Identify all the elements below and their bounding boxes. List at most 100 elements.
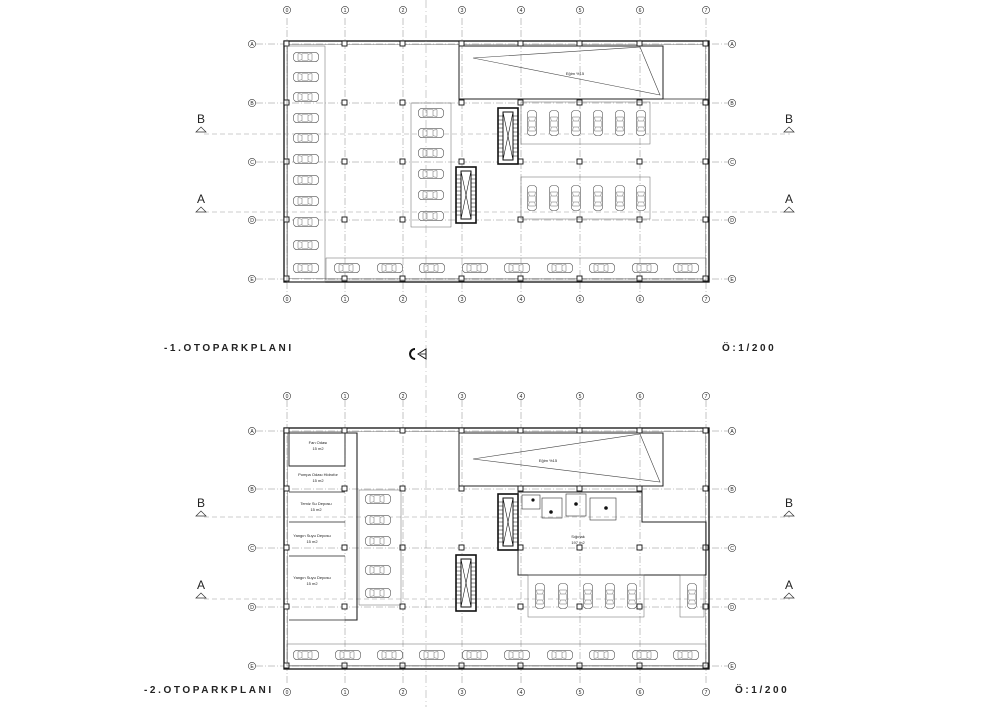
section-marker-a-left: A [195, 192, 207, 213]
svg-text:197 m2: 197 m2 [571, 540, 585, 545]
svg-text:15 m2: 15 m2 [306, 539, 318, 544]
svg-text:5: 5 [579, 690, 582, 696]
svg-text:A: A [730, 42, 734, 48]
svg-text:D: D [250, 218, 254, 224]
svg-text:C: C [250, 160, 254, 166]
grid-bubble-col-5-bottom: 5 [576, 688, 584, 696]
svg-text:D: D [730, 605, 734, 611]
svg-text:5: 5 [579, 297, 582, 303]
svg-text:C: C [250, 546, 254, 552]
grid-bubble-col-3: 3 [458, 6, 466, 14]
plan-2-title: -2.OTOPARKPLANI [144, 685, 274, 696]
grid-bubble-col-0: 0 [283, 6, 291, 14]
section-marker-b-left: B [195, 496, 207, 517]
svg-text:5: 5 [579, 8, 582, 14]
svg-text:1: 1 [344, 394, 347, 400]
grid-bubble-col-7: 7 [702, 392, 710, 400]
svg-text:E: E [250, 664, 254, 670]
section-marker-a-right: A [783, 192, 795, 213]
grid-bubble-col-2: 2 [399, 6, 407, 14]
svg-text:B: B [197, 112, 205, 126]
svg-text:A: A [785, 578, 793, 592]
grid-bubble-col-6-bottom: 6 [636, 688, 644, 696]
svg-text:0: 0 [286, 8, 289, 14]
section-marker-a-right: A [783, 578, 795, 599]
grid-bubble-col-1-bottom: 1 [341, 688, 349, 696]
stair-lower [455, 554, 477, 612]
parking-bottom-row [325, 257, 707, 281]
section-marker-b-right: B [783, 112, 795, 133]
section-marker-a-left: A [195, 578, 207, 599]
svg-text:0: 0 [286, 297, 289, 303]
grid-bubble-col-1: 1 [341, 6, 349, 14]
svg-text:7: 7 [705, 394, 708, 400]
svg-text:C: C [730, 160, 734, 166]
grid-bubble-col-3-bottom: 3 [458, 295, 466, 303]
svg-text:Fan Odası: Fan Odası [309, 440, 328, 445]
section-marker-b-left: B [195, 112, 207, 133]
plan-1-scale: Ö:1/200 [722, 341, 776, 354]
svg-text:A: A [785, 192, 793, 206]
inner-wall-line [287, 44, 706, 279]
structural-columns [283, 40, 709, 282]
svg-text:D: D [250, 605, 254, 611]
grid-lines [256, 18, 732, 295]
svg-text:E: E [250, 277, 254, 283]
svg-text:15 m2: 15 m2 [306, 581, 318, 586]
grid-bubble-col-0: 0 [283, 392, 291, 400]
grid-bubble-col-1-bottom: 1 [341, 295, 349, 303]
svg-text:1: 1 [344, 297, 347, 303]
grid-bubble-col-1: 1 [341, 392, 349, 400]
grid-lines [256, 400, 732, 685]
svg-text:3: 3 [461, 8, 464, 14]
grid-bubble-col-2: 2 [399, 392, 407, 400]
grid-bubble-col-5-bottom: 5 [576, 295, 584, 303]
grid-column-bubbles: 0 1 2 3 4 5 6 7 0 1 2 3 4 5 6 7 [283, 392, 710, 696]
svg-text:C: C [730, 546, 734, 552]
ramp: Eğim %15 [458, 45, 664, 100]
svg-text:Sığınak: Sığınak [571, 534, 585, 539]
grid-bubble-col-2-bottom: 2 [399, 295, 407, 303]
grid-bubble-col-5: 5 [576, 6, 584, 14]
svg-text:0: 0 [286, 690, 289, 696]
grid-bubble-col-0-bottom: 0 [283, 295, 291, 303]
svg-text:2: 2 [402, 690, 405, 696]
grid-bubble-col-6: 6 [636, 6, 644, 14]
parking-bottom-row [286, 643, 707, 667]
stair-lower [455, 166, 477, 224]
svg-text:Temiz Su Deposu: Temiz Su Deposu [300, 501, 331, 506]
svg-text:E: E [730, 277, 734, 283]
svg-text:7: 7 [705, 690, 708, 696]
grid-bubble-col-6: 6 [636, 392, 644, 400]
parking-middle-column [410, 102, 452, 228]
outer-wall [283, 40, 710, 283]
svg-text:4: 4 [520, 394, 523, 400]
grid-bubble-col-7-bottom: 7 [702, 295, 710, 303]
inner-wall-line [287, 431, 706, 666]
svg-text:4: 4 [520, 297, 523, 303]
parking-upper-right [520, 101, 651, 145]
plan-2-scale: Ö:1/200 [735, 683, 789, 696]
svg-text:D: D [730, 218, 734, 224]
grid-bubble-col-7: 7 [702, 6, 710, 14]
grid-bubble-col-4-bottom: 4 [517, 295, 525, 303]
svg-text:3: 3 [461, 690, 464, 696]
parking-left-column [286, 45, 326, 283]
svg-text:B: B [785, 112, 793, 126]
svg-text:Pompa Odası Hidrofor: Pompa Odası Hidrofor [298, 472, 338, 477]
grid-bubble-col-2-bottom: 2 [399, 688, 407, 696]
svg-text:2: 2 [402, 394, 405, 400]
svg-text:6: 6 [639, 8, 642, 14]
svg-text:15 m2: 15 m2 [310, 507, 322, 512]
